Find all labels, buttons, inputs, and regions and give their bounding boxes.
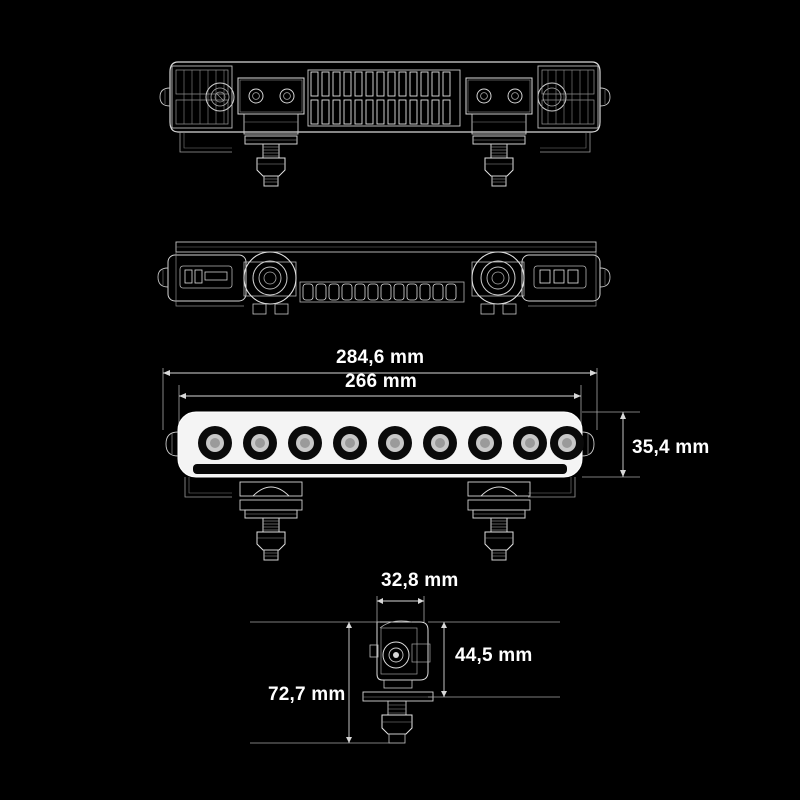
dim-label-housing-height: 35,4 mm [632, 437, 710, 458]
led-lens [423, 426, 457, 460]
plan-left-connector [157, 254, 247, 302]
front-elevation-view [162, 368, 640, 561]
dim-label-overall-length: 284,6 mm [336, 347, 425, 368]
dim-bracket-width [376, 596, 425, 622]
led-lens [288, 426, 322, 460]
rear-right-bracket [465, 77, 533, 187]
led-lens [468, 426, 502, 460]
plan-right-pivot-boss [471, 251, 525, 315]
plan-right-connector [521, 254, 611, 302]
plan-heatsink-strip [299, 281, 465, 303]
led-lens-array [198, 426, 584, 460]
dim-housing-length [178, 385, 582, 430]
dim-overall-height [250, 621, 390, 744]
led-lens [333, 426, 367, 460]
led-lens [243, 426, 277, 460]
rear-right-end-cap [537, 65, 611, 129]
led-lens [198, 426, 232, 460]
led-lens [513, 426, 547, 460]
dim-label-body-depth: 44,5 mm [455, 645, 533, 666]
rear-left-port-icon [205, 82, 235, 112]
led-lens [378, 426, 412, 460]
dim-housing-height [582, 411, 640, 478]
dim-label-overall-height: 72,7 mm [268, 684, 346, 705]
plan-left-pivot-boss [243, 251, 297, 315]
top-plan-view [157, 241, 611, 315]
front-right-bracket [467, 477, 576, 561]
side-housing [369, 620, 431, 689]
rear-heatsink-fins [307, 69, 461, 127]
side-section-view [250, 596, 560, 744]
rear-elevation-view [159, 61, 611, 187]
side-mounting-stud [362, 691, 434, 744]
dim-label-housing-length: 266 mm [345, 371, 417, 392]
rear-left-bracket [237, 77, 305, 187]
front-left-bracket [184, 477, 303, 561]
dim-overall-length [162, 368, 598, 430]
rear-left-end-cap [159, 65, 233, 129]
dim-body-depth [428, 621, 560, 698]
dim-label-bracket-width: 32,8 mm [381, 570, 459, 591]
led-lens [550, 426, 584, 460]
